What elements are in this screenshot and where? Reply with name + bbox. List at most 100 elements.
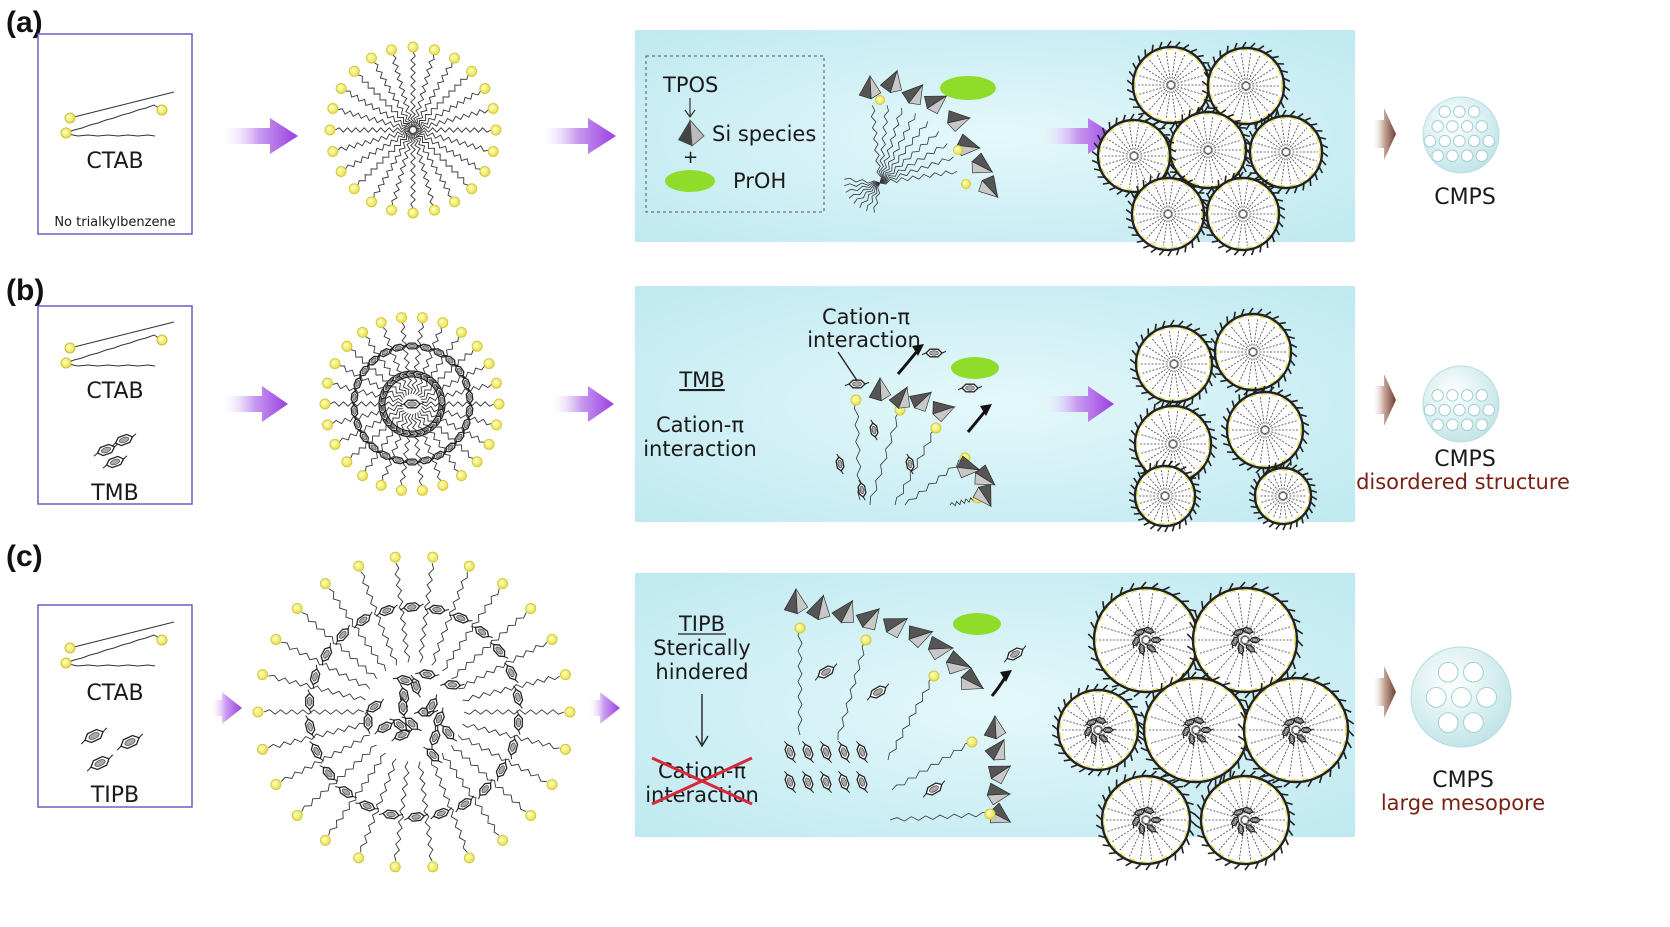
benzene-ring <box>375 604 398 617</box>
panel-c-crossed-line1: Cation-π <box>658 759 746 783</box>
benzene-ring <box>402 342 422 350</box>
surfactant-head <box>961 179 971 189</box>
pore <box>1475 149 1489 163</box>
surfactant-tail <box>1136 157 1162 174</box>
surfactant-tail <box>1220 352 1251 362</box>
surfactant-tail <box>1174 418 1196 442</box>
surfactant-tail <box>1135 158 1156 181</box>
benzene-ring <box>489 642 509 659</box>
surfactant-tail <box>1171 51 1177 83</box>
surfactant-tail <box>1215 215 1241 232</box>
surfactant-head <box>483 438 495 450</box>
surfactant-tail <box>1298 731 1337 757</box>
surfactant-tail <box>373 62 412 128</box>
benzene-ring <box>335 785 357 799</box>
surfactant-tail <box>848 182 881 199</box>
benzene-ring <box>429 725 441 750</box>
surfactant-tail <box>1243 216 1257 244</box>
benzene-ring <box>444 440 457 455</box>
legend-proh-label: PrOH <box>733 169 786 193</box>
surfactant-tail <box>1099 626 1144 640</box>
panel-c-product-note: large mesopore <box>1381 791 1545 815</box>
tipb-molecules-icon <box>80 727 144 772</box>
benzene-ring <box>1188 731 1196 747</box>
pore <box>1463 661 1484 683</box>
surfactant-head <box>319 578 331 590</box>
surfactant-tail <box>1166 498 1183 516</box>
cmps-particle-icon <box>1422 365 1500 443</box>
down-arrow-icon <box>684 98 696 119</box>
surfactant-tail <box>797 627 803 736</box>
surfactant-tail <box>462 675 560 702</box>
surfactant-tail <box>415 90 481 129</box>
surfactant-head <box>341 456 353 468</box>
benzene-ring <box>111 433 137 447</box>
panel-b-surfactant-label: CTAB <box>86 379 143 404</box>
surfactant-tail <box>1165 470 1170 494</box>
silica-tetrahedron <box>986 782 1012 806</box>
surfactant-tail <box>1279 472 1283 494</box>
surfactant-tail <box>1262 497 1281 510</box>
surfactant-tail <box>1245 822 1262 857</box>
surfactant-tail <box>1212 204 1241 214</box>
surfactant-tail <box>1146 822 1153 860</box>
surfactant-tail <box>889 811 991 822</box>
surfactant-tail <box>1147 789 1173 818</box>
packed-micelles <box>1091 40 1329 257</box>
benzene-ring <box>957 383 983 393</box>
surfactant-tail <box>879 113 916 184</box>
benzene-ring <box>905 453 915 475</box>
arrow-right-icon <box>538 118 616 154</box>
proh-icon <box>940 76 996 100</box>
surfactant-tail <box>1248 87 1275 105</box>
surfactant-tail <box>1120 158 1134 186</box>
silica-tetrahedron <box>923 95 948 115</box>
surfactant-tail <box>410 51 416 128</box>
surfactant-tail <box>1112 158 1133 181</box>
legend-box <box>645 55 825 213</box>
benzene-ring <box>399 602 424 612</box>
surfactant-head <box>437 317 449 329</box>
pore <box>1451 687 1472 708</box>
surfactant-tail <box>1137 214 1166 224</box>
surfactant-head <box>525 809 537 821</box>
benzene-ring <box>857 479 867 501</box>
surfactant-head <box>463 560 475 572</box>
surfactant-tail <box>1167 497 1188 511</box>
surfactant-tail <box>1265 396 1271 428</box>
surfactant-tail <box>1259 432 1265 464</box>
surfactant-tail <box>1175 445 1202 463</box>
surfactant-tail <box>1265 398 1280 428</box>
surfactant-tail <box>1238 320 1253 350</box>
surfactant-tail <box>1238 354 1253 384</box>
surfactant-tail <box>1210 140 1241 150</box>
surfactant-tail <box>1154 184 1168 212</box>
surfactant-tail <box>1175 150 1206 160</box>
surfactant-head <box>366 196 377 208</box>
surfactant-tail <box>1254 326 1276 350</box>
silica-tetrahedron <box>983 714 1007 740</box>
surfactant-tail <box>329 401 403 407</box>
surfactant-tail <box>382 413 409 481</box>
benzene-ring <box>367 353 380 368</box>
panel-a-surfactant-label: CTAB <box>86 149 143 174</box>
surfactant-tail <box>1255 342 1286 352</box>
surfactant-tail <box>853 182 881 204</box>
pore <box>1423 134 1437 148</box>
silica-tetrahedron <box>956 455 981 479</box>
benzene-ring <box>319 765 339 782</box>
surfactant-tail <box>350 410 405 459</box>
surfactant-tail <box>1179 131 1206 149</box>
surfactant-head <box>396 484 408 496</box>
ctab-molecule-icon <box>60 621 175 669</box>
surfactant-tail <box>1247 613 1286 639</box>
surfactant-tail <box>1246 54 1261 84</box>
surfactant-tail <box>878 105 889 184</box>
surfactant-tail <box>411 322 425 395</box>
surfactant-tail <box>1103 156 1132 166</box>
surfactant-tail <box>1168 330 1174 362</box>
silica-tetrahedron <box>984 738 1006 761</box>
surfactant-tail <box>421 405 492 426</box>
surfactant-tail <box>1141 364 1172 374</box>
surfactant-tail <box>1245 783 1262 818</box>
